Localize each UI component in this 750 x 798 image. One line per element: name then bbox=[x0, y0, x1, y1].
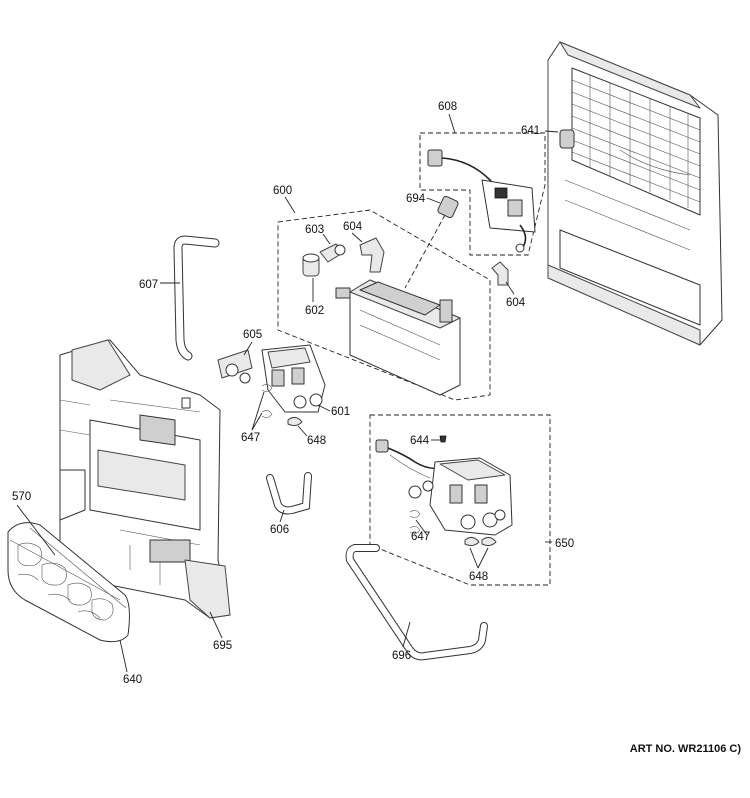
label-606: 606 bbox=[270, 524, 289, 536]
label-647-left: 647 bbox=[241, 432, 260, 444]
label-650: 650 bbox=[555, 538, 574, 550]
label-601: 601 bbox=[331, 406, 350, 418]
label-644: 644 bbox=[410, 435, 430, 447]
part-606-tube bbox=[266, 472, 312, 515]
label-648-right: 648 bbox=[469, 571, 488, 583]
part-648-clip-left bbox=[287, 416, 303, 427]
leader-lines bbox=[16, 113, 559, 673]
part-labels: 608 641 694 600 603 604 602 604 607 605 … bbox=[12, 101, 574, 686]
label-694: 694 bbox=[406, 193, 426, 205]
part-604-elbow-lower bbox=[491, 261, 509, 286]
label-648-left: 648 bbox=[307, 435, 326, 447]
part-647-clips-left bbox=[261, 384, 273, 418]
part-604-elbow-upper bbox=[359, 237, 385, 273]
part-648-clips-right bbox=[464, 536, 497, 547]
label-600: 600 bbox=[273, 185, 292, 197]
part-605-valve-fitting bbox=[217, 349, 253, 384]
part-647-clips-right bbox=[409, 510, 421, 534]
part-696-tube bbox=[345, 544, 488, 661]
part-600-manifold bbox=[335, 279, 461, 396]
part-607-tube bbox=[173, 235, 220, 361]
label-604-upper: 604 bbox=[343, 221, 363, 233]
label-602: 602 bbox=[305, 305, 324, 317]
label-570: 570 bbox=[12, 491, 31, 503]
label-605: 605 bbox=[243, 329, 262, 341]
label-695: 695 bbox=[213, 640, 232, 652]
label-604-lower: 604 bbox=[506, 297, 526, 309]
art-number: ART NO. WR21106 C) bbox=[630, 743, 742, 755]
part-640-drip-tray bbox=[7, 522, 130, 643]
part-602-fitting bbox=[302, 253, 320, 277]
part-694-connector bbox=[404, 195, 459, 289]
label-608: 608 bbox=[438, 101, 457, 113]
label-607: 607 bbox=[139, 279, 158, 291]
part-641-housing-panel bbox=[547, 41, 723, 346]
part-608-bracket bbox=[427, 149, 536, 253]
label-640: 640 bbox=[123, 674, 142, 686]
part-644-screw bbox=[439, 435, 447, 443]
label-641: 641 bbox=[521, 125, 540, 137]
part-601-water-valve bbox=[261, 344, 326, 413]
label-647-right: 647 bbox=[411, 531, 430, 543]
part-603-fitting bbox=[319, 243, 346, 263]
part-695-dispenser-housing bbox=[59, 339, 231, 619]
part-650-valve-assembly bbox=[375, 439, 513, 536]
group-600-outline bbox=[277, 209, 491, 401]
label-603: 603 bbox=[305, 224, 324, 236]
label-696: 696 bbox=[392, 650, 411, 662]
